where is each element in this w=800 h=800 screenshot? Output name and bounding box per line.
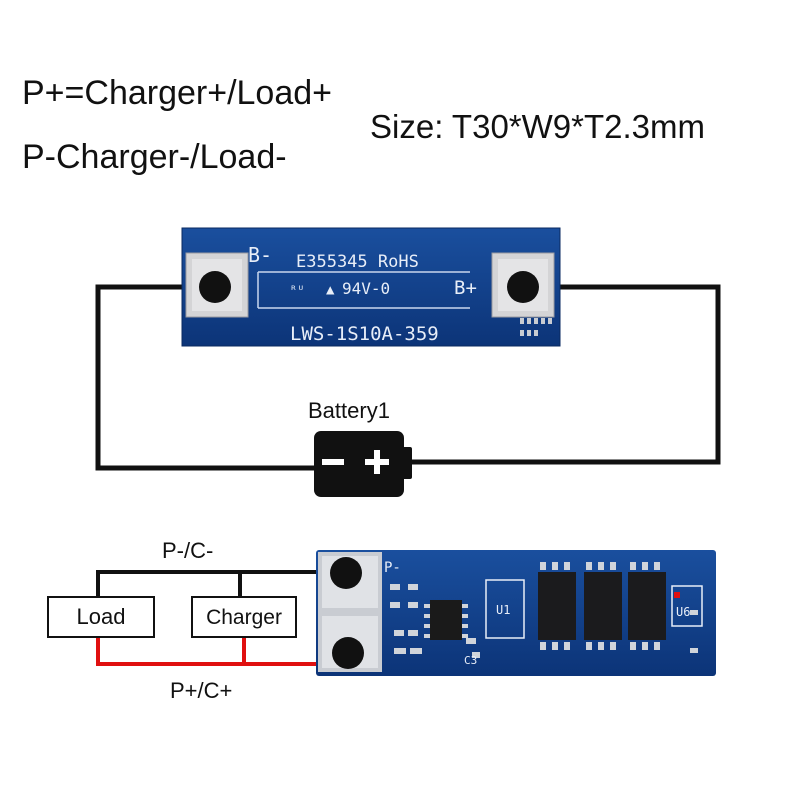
top-b-plus-label: B+	[454, 277, 477, 299]
battery-minus-icon	[322, 459, 344, 465]
top-wires	[95, 284, 721, 471]
load-label: Load	[77, 604, 126, 629]
ul-mark-icon: ᴿᵁ	[290, 283, 304, 297]
u6-label: U6	[676, 605, 690, 619]
top-rating-label: 94V-0	[342, 279, 390, 298]
header-line-negative: P-Charger-/Load-	[22, 138, 287, 176]
top-pcb: B- E355345 RoHS ᴿᵁ ▲ 94V-0 B+ LWS-1S10A-…	[181, 227, 561, 347]
negative-rail-label: P-/C-	[162, 538, 213, 563]
header-size: Size: T30*W9*T2.3mm	[370, 108, 705, 145]
top-model-label: LWS-1S10A-359	[290, 323, 439, 345]
warning-triangle-icon: ▲	[326, 282, 335, 298]
c3-label: C3	[464, 654, 477, 667]
top-b-minus-label: B-	[248, 243, 272, 267]
positive-rail-label: P+/C+	[170, 678, 232, 703]
load-box: Load	[47, 596, 155, 638]
top-cert-label: E355345 RoHS	[296, 252, 419, 272]
battery-label: Battery1	[308, 398, 390, 423]
charger-label: Charger	[206, 606, 282, 629]
charger-box: Charger	[191, 596, 297, 638]
p-minus-label: P-	[384, 560, 401, 576]
bottom-wires	[96, 570, 338, 666]
mosfet-chips	[538, 572, 666, 640]
u1-label: U1	[496, 603, 510, 617]
battery: Battery1	[308, 398, 412, 497]
bottom-pcb: P- C3 U1	[316, 550, 716, 676]
header-line-positive: P+=Charger+/Load+	[22, 74, 333, 112]
